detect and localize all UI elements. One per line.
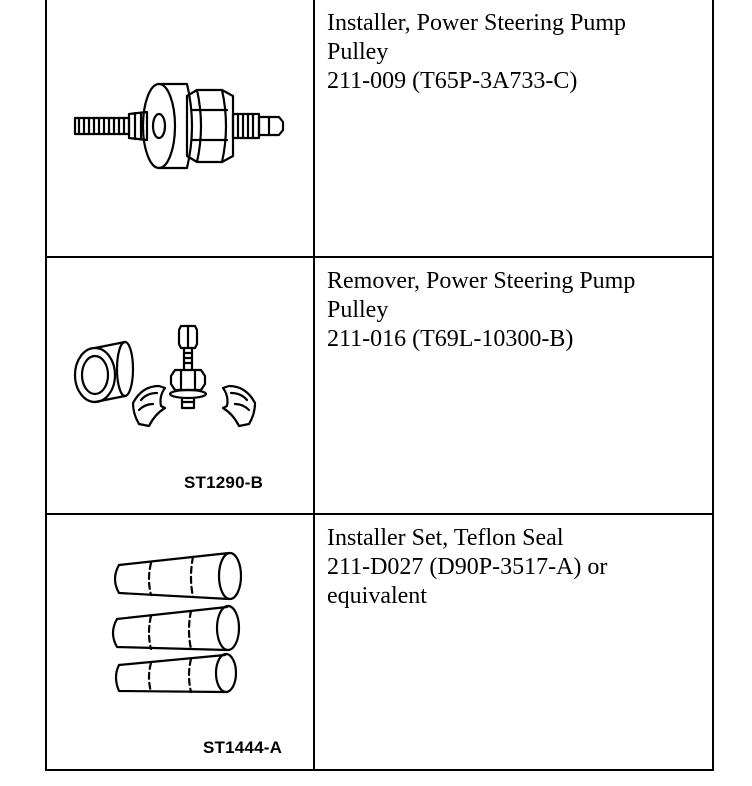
tool-image-cell: ST1290-B <box>47 258 315 513</box>
tool-number-note: equivalent <box>327 583 427 609</box>
tool-illustration-code: ST1290-B <box>184 473 264 492</box>
tool-image-cell <box>47 0 315 256</box>
pulley-installer-icon <box>73 82 285 170</box>
tool-description-cell: Installer Set, Teflon Seal 211-D027 (D90… <box>315 515 712 769</box>
tool-row-pulley-installer: Installer, Power Steering Pump Pulley 21… <box>47 0 712 258</box>
tool-number: 211-016 (T69L-10300-B) <box>327 326 574 352</box>
special-tools-table: Installer, Power Steering Pump Pulley 21… <box>45 0 714 771</box>
pulley-remover-icon <box>73 324 257 428</box>
tool-row-teflon-seal-installer-set: ST1444-A Installer Set, Teflon Seal 211-… <box>47 515 712 769</box>
tool-name: Installer, Power Steering Pump <box>327 10 626 36</box>
teflon-seal-installer-set-icon <box>111 551 243 694</box>
tool-name-continued: Pulley <box>327 297 389 323</box>
tool-number: 211-D027 (D90P-3517-A) or <box>327 554 608 580</box>
tool-illustration-code: ST1444-A <box>203 738 283 757</box>
tool-description-cell: Remover, Power Steering Pump Pulley 211-… <box>315 258 712 513</box>
tool-row-pulley-remover: ST1290-B Remover, Power Steering Pump Pu… <box>47 258 712 515</box>
tool-description-cell: Installer, Power Steering Pump Pulley 21… <box>315 0 712 256</box>
tool-image-cell: ST1444-A <box>47 515 315 769</box>
tool-number: 211-009 (T65P-3A733-C) <box>327 68 578 94</box>
tool-name: Remover, Power Steering Pump <box>327 268 636 294</box>
tool-name: Installer Set, Teflon Seal <box>327 525 564 551</box>
tool-name-continued: Pulley <box>327 39 389 65</box>
